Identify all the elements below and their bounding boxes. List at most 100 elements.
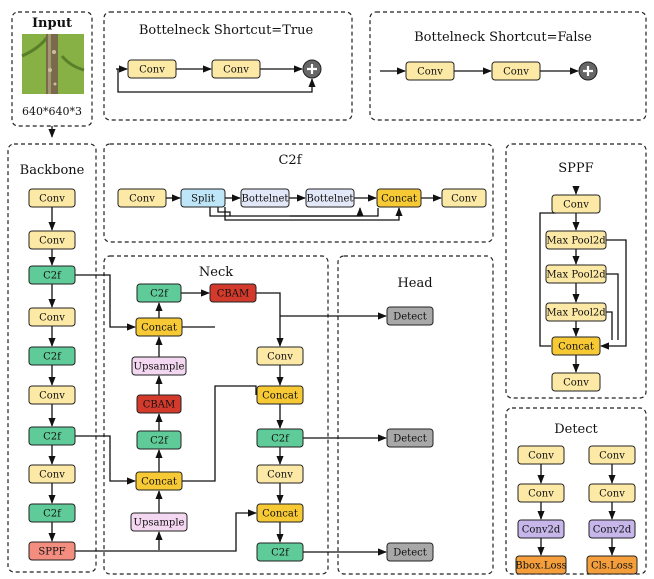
sppf-frame <box>505 143 647 399</box>
backbone-block-2-label: Conv <box>39 236 65 247</box>
neck-right-block-4: Conv <box>256 464 304 484</box>
neck-left-block-5: C2f <box>136 430 182 450</box>
neck-left-block-2: Concat <box>135 317 183 337</box>
input-title: Input <box>32 16 72 31</box>
detect-left-4: Bbox.Loss <box>515 555 567 575</box>
sppf-block-1-label: Conv <box>563 200 589 211</box>
head-detect-3-label: Detect <box>393 548 427 559</box>
neck-frame <box>103 255 329 575</box>
backbone-title: Backbone <box>20 163 85 178</box>
backbone-block-7: C2f <box>28 426 76 446</box>
sppf-block-3: Max Pool2d <box>545 264 607 284</box>
neck-left-block-7: Upsample <box>130 512 188 532</box>
detect-left-4-label: Bbox.Loss <box>515 561 567 572</box>
c2f-block-3: Bottelnet <box>240 188 290 208</box>
sppf-block-2: Max Pool2d <box>545 230 607 250</box>
neck-left-block-4-label: CBAM <box>143 400 175 411</box>
backbone-block-6-label: Conv <box>39 391 65 402</box>
neck-left-block-2-label: Concat <box>141 323 177 334</box>
neck-left-block-3-label: Upsample <box>134 362 185 373</box>
detect-left-1: Conv <box>517 445 565 465</box>
head-frame <box>337 255 494 575</box>
input-image <box>21 34 85 94</box>
neck-title: Neck <box>199 265 233 280</box>
backbone-block-9: C2f <box>28 503 76 523</box>
neck-top-cbam: CBAM <box>209 283 257 303</box>
sppf-block-4: Max Pool2d <box>545 302 607 322</box>
head-title: Head <box>397 276 432 291</box>
backbone-block-10: SPPF <box>28 541 76 561</box>
detect-left-2-label: Conv <box>528 489 554 500</box>
bt-conv-1: Conv <box>127 59 177 79</box>
neck-right-block-1-label: Conv <box>267 352 293 363</box>
c2f-frame <box>103 143 494 243</box>
c2f-block-4-label: Bottelnet <box>307 194 354 205</box>
c2f-block-2-label: Split <box>191 194 215 205</box>
neck-right-block-5: Concat <box>256 503 304 523</box>
head-detect-3: Detect <box>386 542 434 562</box>
backbone-block-1-label: Conv <box>39 194 65 205</box>
backbone-frame <box>7 143 97 573</box>
bf-conv-2-label: Conv <box>503 67 529 78</box>
head-detect-2: Detect <box>386 428 434 448</box>
backbone-block-4: Conv <box>28 307 76 327</box>
bottleneck-true-title: Bottelneck Shortcut=True <box>139 23 314 38</box>
backbone-block-8: Conv <box>28 464 76 484</box>
neck-right-block-6-label: C2f <box>271 548 290 559</box>
detect-left-3-label: Conv2d <box>522 525 561 536</box>
bf-plus <box>578 61 598 81</box>
backbone-block-4-label: Conv <box>39 313 65 324</box>
neck-left-block-6-label: Concat <box>141 477 177 488</box>
neck-left-block-6: Concat <box>135 471 183 491</box>
backbone-block-10-label: SPPF <box>38 547 65 558</box>
input-dims-label: 640*640*3 <box>22 105 82 118</box>
c2f-block-4: Bottelnet <box>305 188 355 208</box>
head-detect-2-label: Detect <box>393 434 427 445</box>
backbone-block-5-label: C2f <box>43 352 62 363</box>
bf-conv-1: Conv <box>405 61 455 81</box>
backbone-block-7-label: C2f <box>43 432 62 443</box>
bt-conv-2: Conv <box>211 59 261 79</box>
detect-left-1-label: Conv <box>528 451 554 462</box>
c2f-block-6-label: Conv <box>451 194 477 205</box>
c2f-block-6: Conv <box>441 188 487 208</box>
input-frame <box>11 11 93 127</box>
backbone-block-3-label: C2f <box>43 271 62 282</box>
backbone-block-2: Conv <box>28 230 76 250</box>
sppf-block-5: Concat <box>551 336 601 356</box>
head-detect-1: Detect <box>386 306 434 326</box>
sppf-block-5-label: Concat <box>558 342 594 353</box>
neck-top-cbam-label: CBAM <box>217 289 249 300</box>
neck-left-block-7-label: Upsample <box>134 518 185 529</box>
neck-right-block-2: Concat <box>256 385 304 405</box>
neck-right-block-3-label: C2f <box>271 434 290 445</box>
neck-left-block-1-label: C2f <box>150 289 169 300</box>
bt-conv-1-label: Conv <box>139 65 165 76</box>
detect-right-2-label: Conv <box>599 489 625 500</box>
backbone-block-1: Conv <box>28 188 76 208</box>
sppf-block-3-label: Max Pool2d <box>546 270 606 281</box>
backbone-block-9-label: C2f <box>43 509 62 520</box>
detect-frame <box>505 407 647 575</box>
detect-right-4: Cls.Loss <box>586 555 638 575</box>
detect-right-1: Conv <box>588 445 636 465</box>
c2f-block-1: Conv <box>117 188 167 208</box>
neck-right-block-6: C2f <box>256 542 304 562</box>
sppf-block-6-label: Conv <box>563 378 589 389</box>
bf-conv-1-label: Conv <box>417 67 443 78</box>
detect-right-1-label: Conv <box>599 451 625 462</box>
backbone-block-8-label: Conv <box>39 470 65 481</box>
neck-right-block-4-label: Conv <box>267 470 293 481</box>
backbone-block-3: C2f <box>28 265 76 285</box>
bottleneck-false-title: Bottelneck Shortcut=False <box>414 30 592 45</box>
c2f-block-2: Split <box>180 188 226 208</box>
bf-conv-2: Conv <box>491 61 541 81</box>
detect-left-3: Conv2d <box>517 519 565 539</box>
detect-title: Detect <box>554 422 598 437</box>
backbone-block-5: C2f <box>28 346 76 366</box>
bt-conv-2-label: Conv <box>223 65 249 76</box>
c2f-title: C2f <box>278 153 302 168</box>
neck-left-block-4: CBAM <box>136 394 182 414</box>
